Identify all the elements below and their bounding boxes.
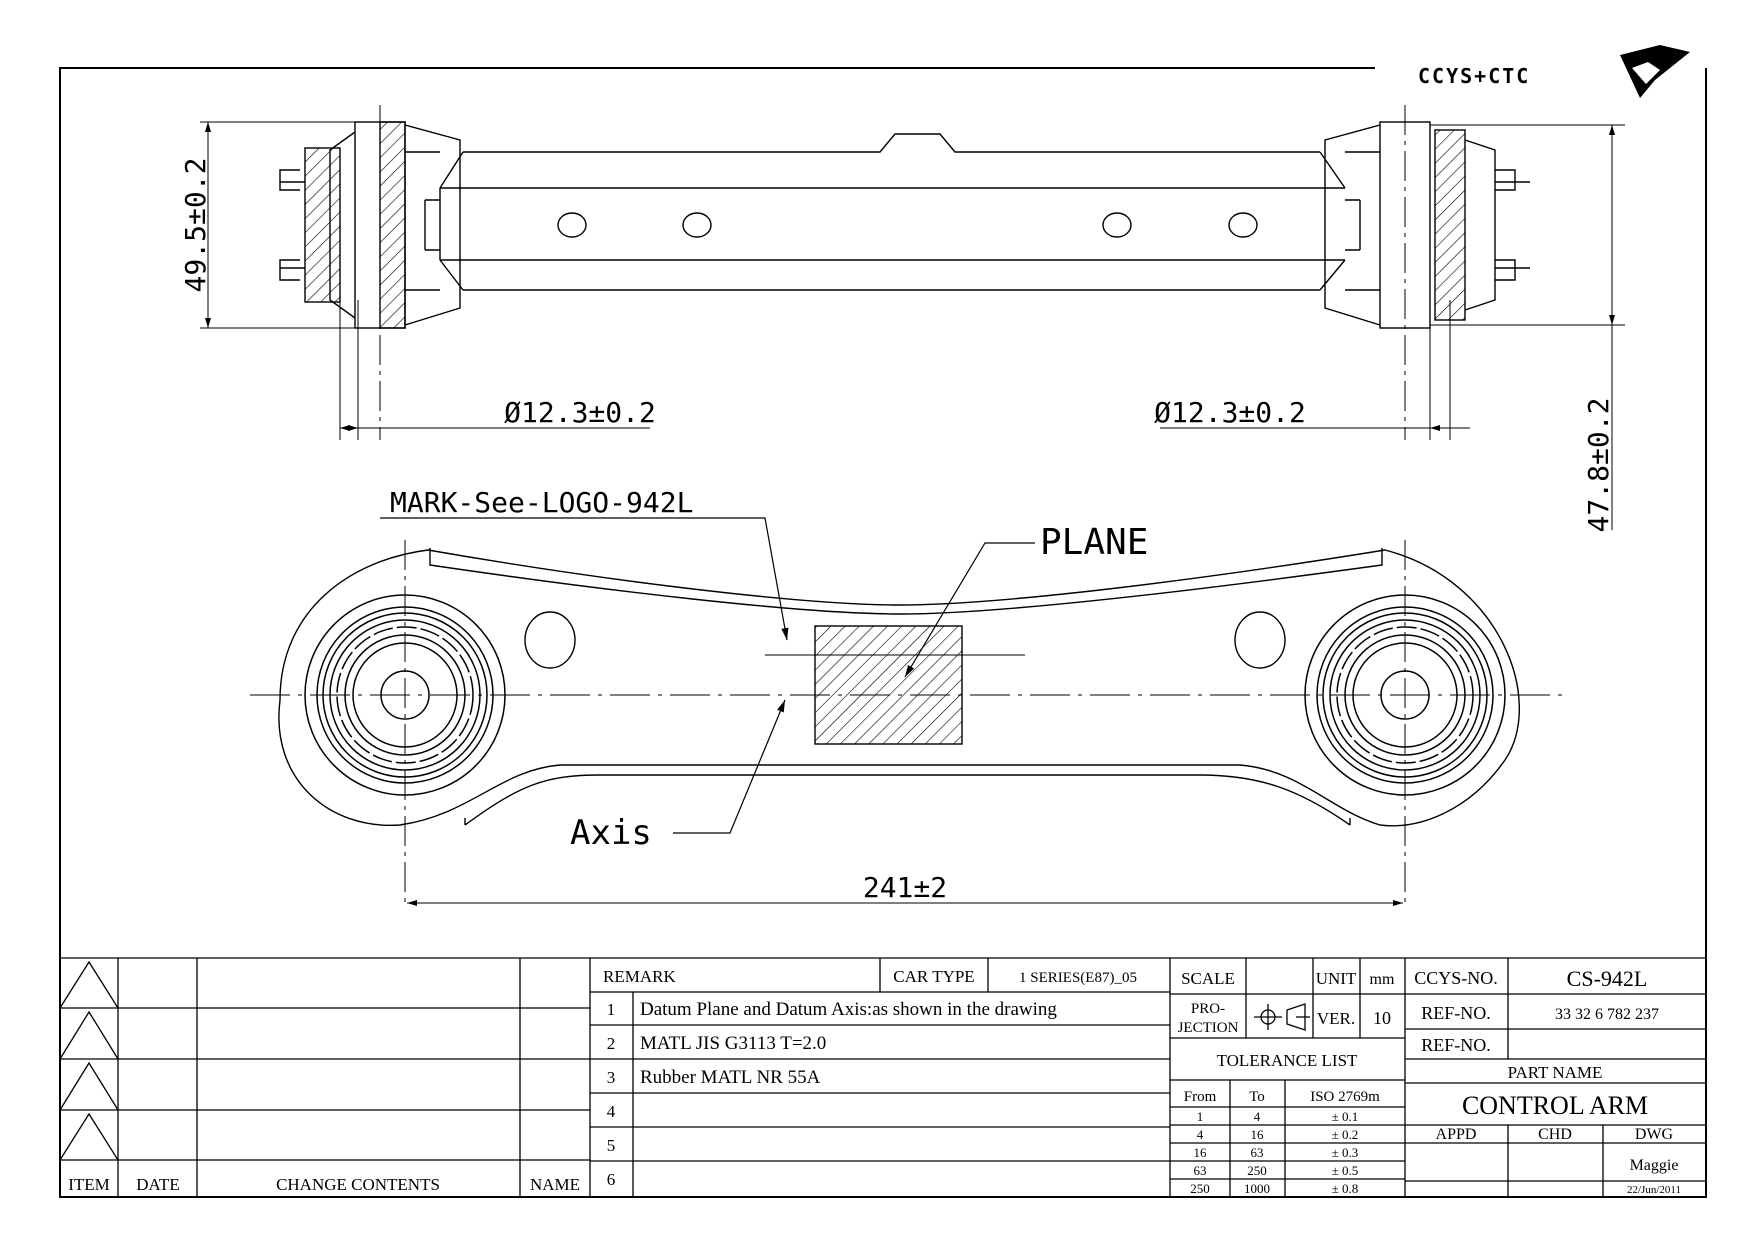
tolerance-title: TOLERANCE LIST: [1217, 1051, 1358, 1070]
projection-label: JECTION: [1178, 1020, 1239, 1036]
scale-label: SCALE: [1181, 969, 1235, 988]
tol-cell: 250: [1190, 1181, 1210, 1196]
rev-header-name: NAME: [530, 1175, 580, 1194]
ccys-no-label: CCYS-NO.: [1414, 968, 1498, 988]
remark-text: Datum Plane and Datum Axis:as shown in t…: [640, 999, 1057, 1020]
tol-cell: 16: [1194, 1145, 1208, 1160]
unit-label: UNIT: [1316, 969, 1357, 988]
remark-text: MATL JIS G3113 T=2.0: [640, 1033, 826, 1054]
ver-value: 10: [1373, 1008, 1391, 1028]
remark-header: REMARK: [603, 967, 676, 986]
dim-height-top: 49.5±0.2: [179, 158, 212, 293]
front-view: [278, 548, 1520, 827]
remark-no: 6: [607, 1170, 616, 1189]
dwg-label: DWG: [1635, 1126, 1674, 1143]
rev-header-item: ITEM: [68, 1175, 110, 1194]
ver-label: VER.: [1317, 1009, 1355, 1028]
unit-value: mm: [1370, 971, 1395, 988]
remark-no: 1: [607, 1000, 616, 1019]
appd-label: APPD: [1436, 1126, 1477, 1143]
remark-no: 2: [607, 1034, 616, 1053]
front-view-centerlines: [250, 540, 1565, 905]
tol-cell: ± 0.8: [1332, 1181, 1359, 1196]
ccys-no-value: CS-942L: [1567, 966, 1648, 991]
tol-cell: 1: [1197, 1109, 1204, 1124]
tol-cell: 63: [1251, 1145, 1264, 1160]
tol-cell: 16: [1251, 1127, 1265, 1142]
rev-header-date: DATE: [136, 1175, 179, 1194]
tol-header: To: [1249, 1089, 1265, 1105]
title-block-grid: [59, 957, 1706, 1197]
ref-no-label: REF-NO.: [1421, 1035, 1491, 1055]
tol-cell: 4: [1197, 1127, 1204, 1142]
remark-no: 4: [607, 1102, 616, 1121]
ref-no-label: REF-NO.: [1421, 1003, 1491, 1023]
tol-header: From: [1184, 1089, 1217, 1105]
projection-symbol-icon: [1254, 1003, 1310, 1031]
projection-label: PRO-: [1191, 1001, 1225, 1017]
callout-leaders: [380, 517, 1035, 834]
drawing-date: 22/Jun/2011: [1627, 1184, 1681, 1196]
remark-text: Rubber MATL NR 55A: [640, 1067, 821, 1088]
callout-mark: MARK-See-LOGO-942L: [390, 486, 693, 519]
tol-cell: ± 0.5: [1332, 1163, 1359, 1178]
tol-header: ISO 2769m: [1310, 1089, 1380, 1105]
dim-length: 241±2: [863, 871, 947, 904]
ref-no-value: 33 32 6 782 237: [1555, 1006, 1659, 1023]
tol-cell: ± 0.2: [1332, 1127, 1359, 1142]
dim-dia-left: Ø12.3±0.2: [504, 396, 656, 429]
tol-cell: 4: [1254, 1109, 1261, 1124]
callout-plane: PLANE: [1040, 522, 1148, 563]
tol-cell: 250: [1247, 1163, 1267, 1178]
tol-cell: 63: [1194, 1163, 1207, 1178]
datum-plane: [765, 625, 1025, 745]
tol-cell: ± 0.1: [1332, 1109, 1359, 1124]
drawn-by: Maggie: [1630, 1157, 1679, 1174]
tol-cell: 1000: [1244, 1181, 1270, 1196]
top-view: [279, 121, 1530, 329]
top-view-dimensions: [200, 105, 1625, 530]
dim-dia-right: Ø12.3±0.2: [1154, 396, 1306, 429]
remark-no: 3: [607, 1068, 616, 1087]
chd-label: CHD: [1538, 1126, 1572, 1143]
logo-text: CCYS+CTC: [1418, 64, 1530, 88]
tol-cell: ± 0.3: [1332, 1145, 1359, 1160]
drawing-border: [59, 67, 1707, 1198]
company-logo: CCYS+CTC: [1418, 45, 1690, 98]
car-type-value: 1 SERIES(E87)_05: [1019, 970, 1137, 986]
callout-axis: Axis: [570, 813, 652, 853]
part-name-label: PART NAME: [1508, 1063, 1603, 1082]
car-type-label: CAR TYPE: [893, 967, 974, 986]
part-name: CONTROL ARM: [1462, 1091, 1648, 1120]
dim-height-right: 47.8±0.2: [1582, 398, 1615, 533]
rev-header-change: CHANGE CONTENTS: [276, 1175, 440, 1194]
remark-no: 5: [607, 1136, 616, 1155]
